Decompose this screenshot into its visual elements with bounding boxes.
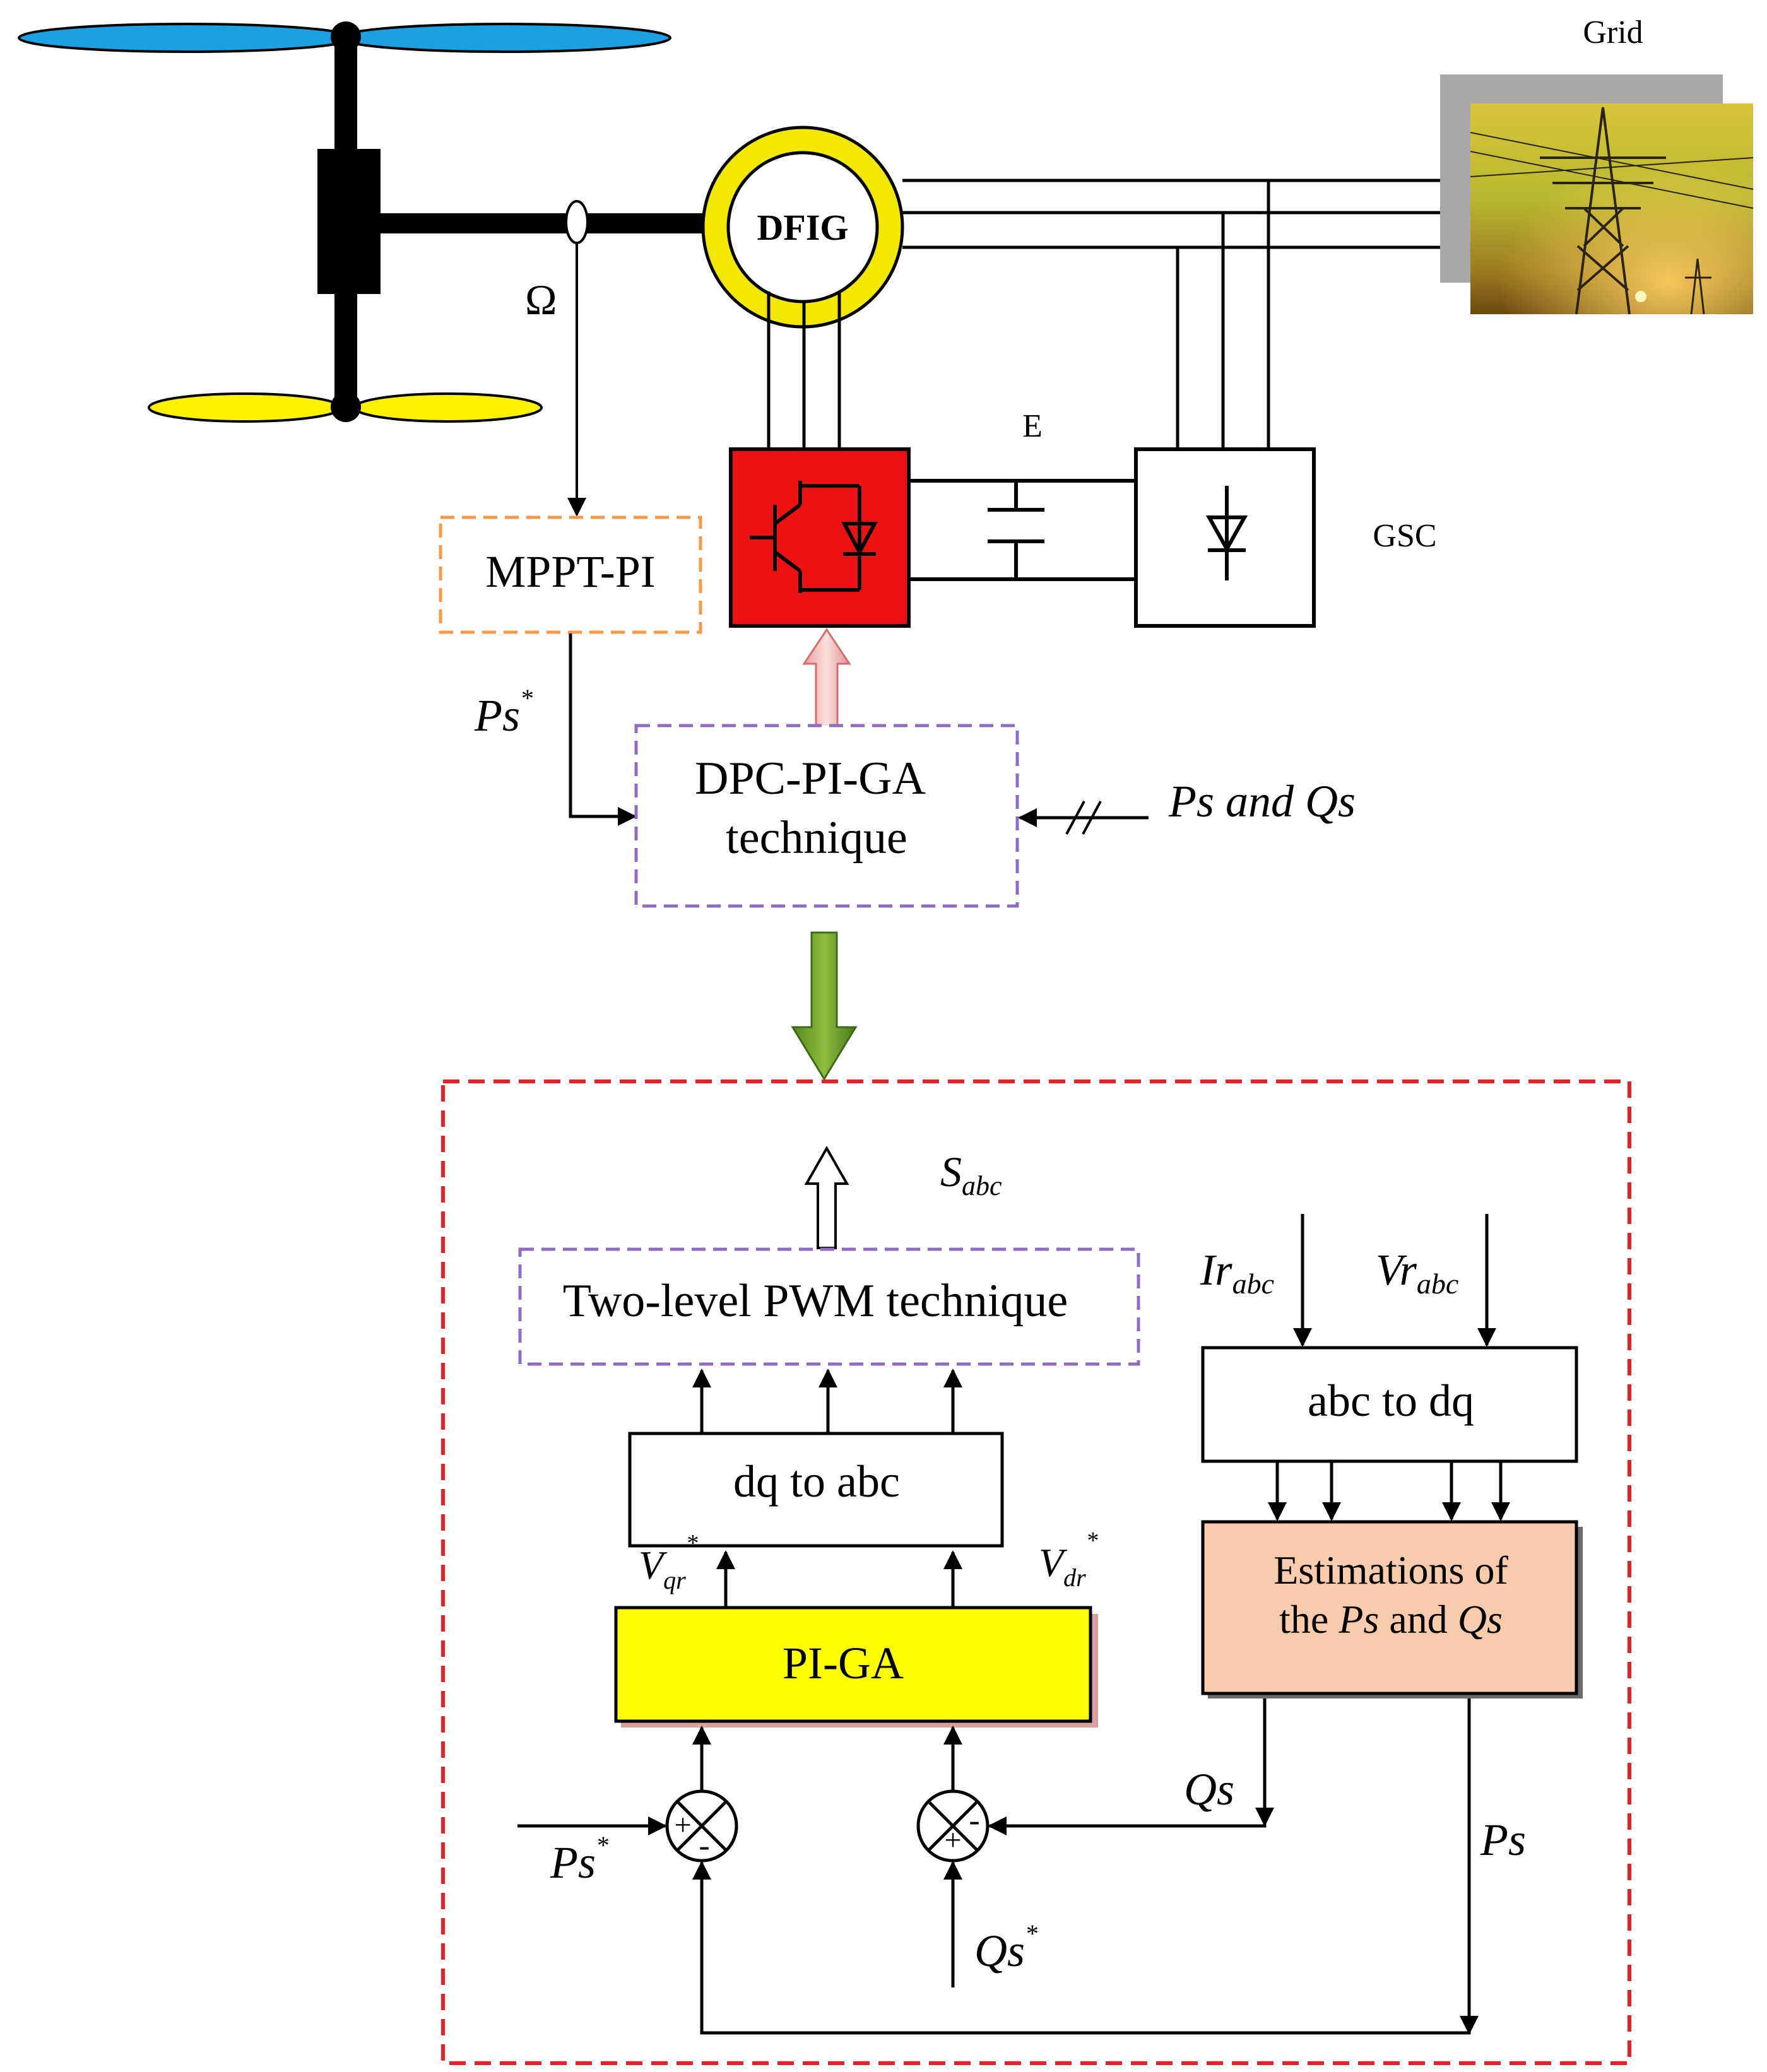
- mppt-block: [439, 515, 702, 634]
- piga-to-dq-arrows: [716, 1550, 962, 1606]
- grid-side-converter: [1134, 447, 1316, 628]
- summing-junction-qs: + -: [916, 1789, 990, 1863]
- ps-ref-top-label: Ps*: [474, 684, 533, 741]
- dc-link: [909, 479, 1136, 581]
- dq-to-abc-label: dq to abc: [733, 1456, 900, 1507]
- vr-abc-label: Vrabc: [1376, 1246, 1458, 1300]
- speed-sensor: [565, 200, 589, 244]
- blade-top-left: [18, 23, 355, 53]
- dq-to-abc-block: [628, 1432, 1004, 1548]
- hub-bottom-joint: [331, 392, 361, 422]
- control-detail-frame: [441, 1080, 1631, 2065]
- ps-feedback-label: Ps: [1480, 1815, 1526, 1865]
- svg-text:+: +: [944, 1823, 961, 1857]
- green-down-arrow: [791, 931, 858, 1081]
- dpc-pi-ga-block: [634, 724, 1019, 908]
- estimation-block: [1201, 1520, 1578, 1695]
- summing-junction-ps: + -: [665, 1789, 738, 1864]
- dc-link-label: E: [1022, 408, 1043, 444]
- qs-ref-bottom-label: Qs*: [974, 1919, 1037, 1976]
- blade-top-right: [338, 23, 671, 53]
- pi-ga-block: [614, 1606, 1092, 1723]
- estimation-line1: Estimations of: [1274, 1548, 1508, 1592]
- blade-bottom-left: [148, 392, 342, 423]
- pwm-block: [518, 1247, 1140, 1366]
- stator-grid-lines: [902, 171, 1471, 449]
- qs-feedback-label: Qs: [1184, 1764, 1234, 1815]
- pwm-label: Two-level PWM technique: [563, 1275, 1068, 1327]
- ps-ref-line-top: [569, 633, 637, 826]
- dfig-label: DFIG: [757, 207, 849, 248]
- dpc-label-line2: technique: [726, 812, 907, 864]
- igbt-icon: [750, 481, 878, 593]
- svg-text:-: -: [969, 1803, 979, 1839]
- gsc-label: GSC: [1373, 518, 1436, 554]
- wind-turbine: [18, 21, 717, 423]
- svg-text:-: -: [699, 1828, 709, 1864]
- svg-text:+: +: [674, 1808, 691, 1842]
- dfig-generator: DFIG: [701, 126, 904, 329]
- turbine-shaft: [357, 213, 717, 233]
- sabc-label: Sabc: [940, 1148, 1002, 1201]
- ps-ref-bottom-label: Ps*: [550, 1831, 608, 1888]
- grid-label: Grid: [1583, 15, 1643, 50]
- transmission-tower-icon: [1470, 107, 1754, 315]
- vdr-label: Vdr*: [1039, 1528, 1098, 1592]
- grid-picture: [1440, 74, 1754, 315]
- abc-to-dq-label: abc to dq: [1308, 1375, 1474, 1426]
- pi-ga-label: PI-GA: [783, 1638, 904, 1688]
- dq-to-pwm-arrows: [692, 1369, 962, 1433]
- bus-slash-1: [1065, 801, 1085, 835]
- ir-abc-label: Irabc: [1200, 1246, 1274, 1300]
- vqr-label: Vqr*: [639, 1530, 698, 1594]
- mppt-label: MPPT-PI: [485, 546, 655, 597]
- bus-slash-2: [1082, 801, 1102, 835]
- ps-qs-input-label: Ps and Qs: [1168, 776, 1356, 827]
- hub-top-joint: [331, 21, 361, 52]
- sabc-hollow-arrow: [804, 1145, 849, 1249]
- abc-to-dq-block: [1201, 1346, 1578, 1463]
- rotor-rsc-lines: [767, 291, 841, 449]
- dpc-label-line1: DPC-PI-GA: [695, 753, 926, 804]
- pink-control-arrow: [802, 628, 851, 732]
- diode-icon: [1205, 486, 1248, 580]
- rotor-side-converter: [729, 447, 911, 628]
- estimation-line2: the Ps and Qs: [1279, 1597, 1503, 1642]
- omega-label: Ω: [525, 276, 557, 324]
- ps-feedback-line: [692, 1698, 1471, 2035]
- dq-to-estimation-arrows: [1268, 1461, 1510, 1521]
- blade-bottom-right: [353, 392, 543, 423]
